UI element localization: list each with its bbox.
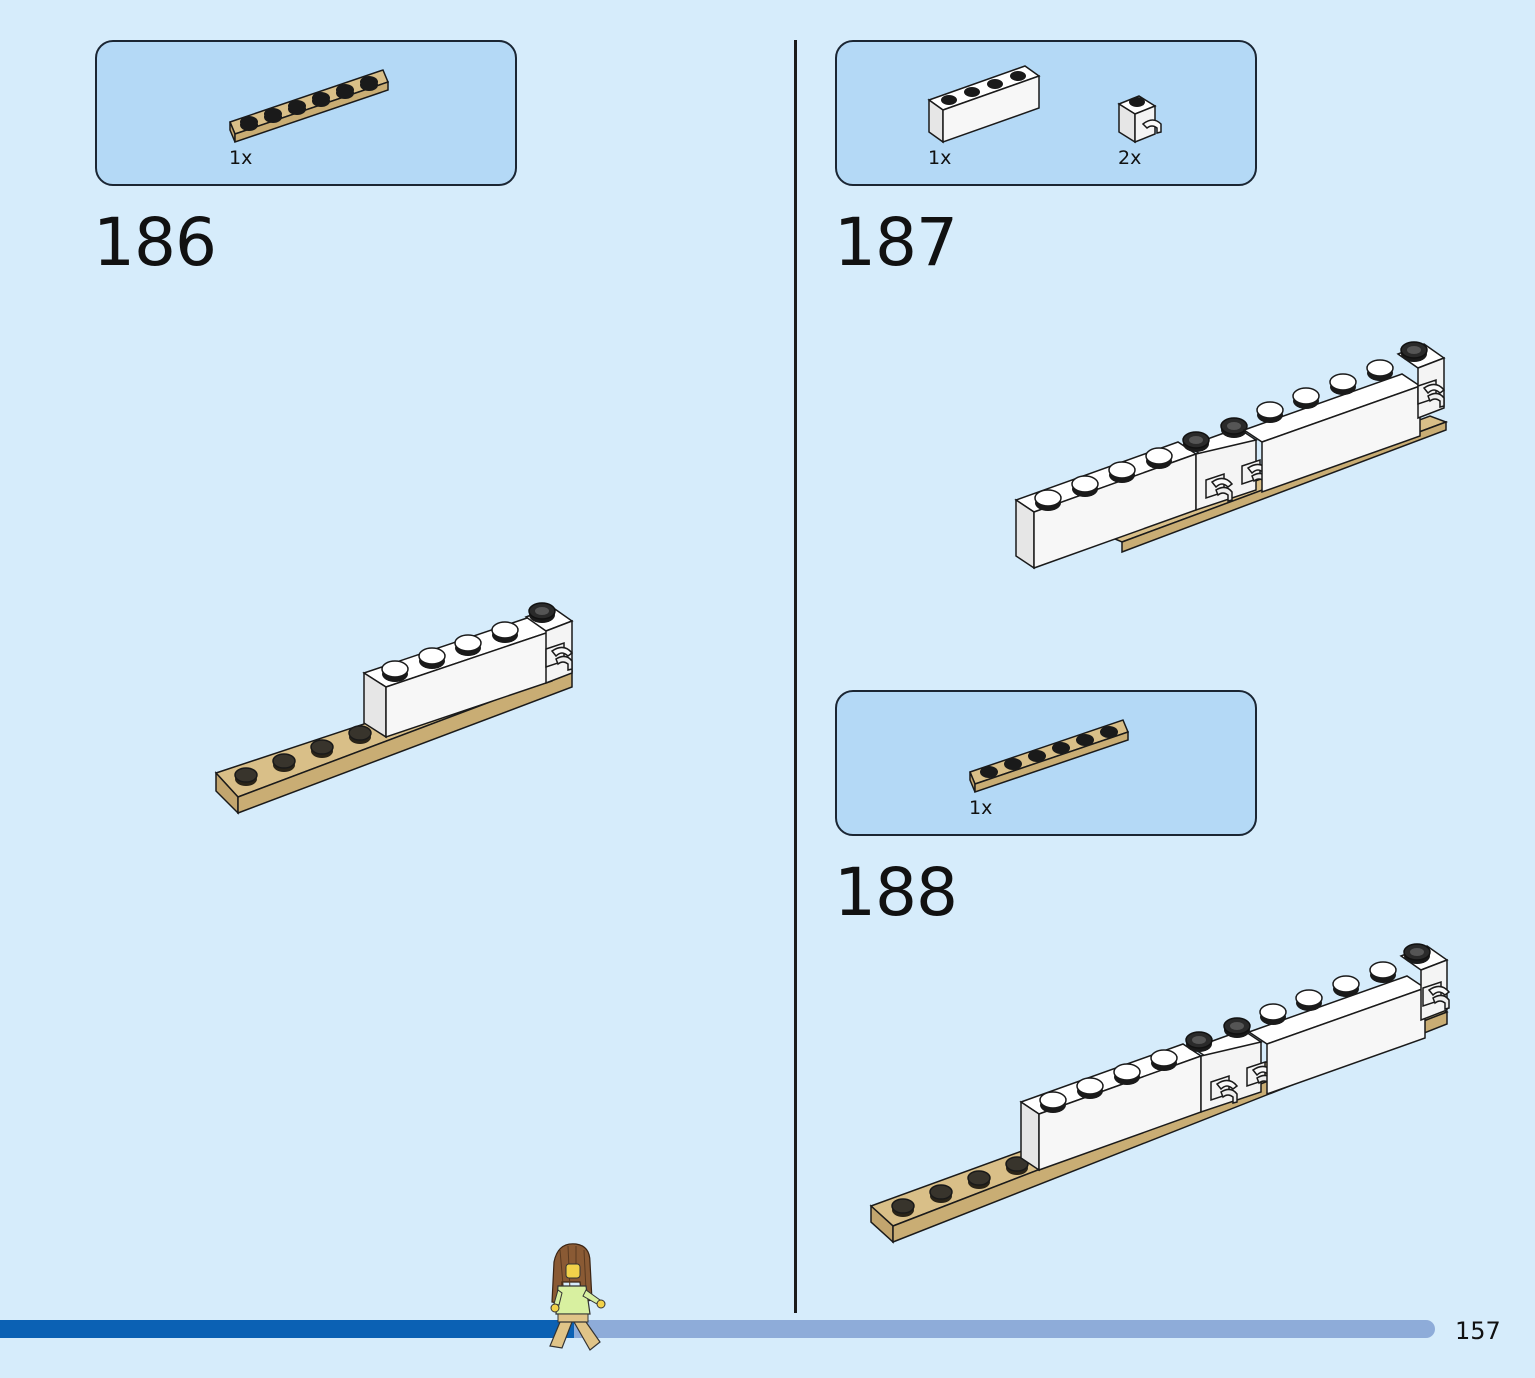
- progress-bar-fill: [0, 1320, 574, 1338]
- page-divider: [794, 40, 797, 1313]
- step-188-model: [869, 943, 1450, 1244]
- step-number-186: 186: [93, 204, 217, 281]
- part-quantity: 1x: [229, 147, 253, 169]
- white-brick-1x4-icon: [927, 65, 1041, 144]
- step-187-model: [1014, 341, 1449, 570]
- step-186-model: [214, 602, 574, 815]
- step-number-187: 187: [834, 204, 958, 281]
- part-quantity: 2x: [1118, 147, 1142, 169]
- parts-callout-188: 1x: [835, 690, 1257, 836]
- tan-plate-1x6-icon: [228, 69, 390, 144]
- tan-plate-1x6-icon: [968, 719, 1130, 794]
- white-clip-brick-icon: [1117, 95, 1162, 144]
- parts-callout-186: 1x: [95, 40, 517, 186]
- part-quantity: 1x: [969, 797, 993, 819]
- step-number-188: 188: [834, 854, 958, 931]
- part-quantity: 1x: [928, 147, 952, 169]
- parts-callout-187: 1x 2x: [835, 40, 1257, 186]
- minifigure-progress-icon: [549, 1243, 606, 1351]
- page-number: 157: [1455, 1317, 1501, 1345]
